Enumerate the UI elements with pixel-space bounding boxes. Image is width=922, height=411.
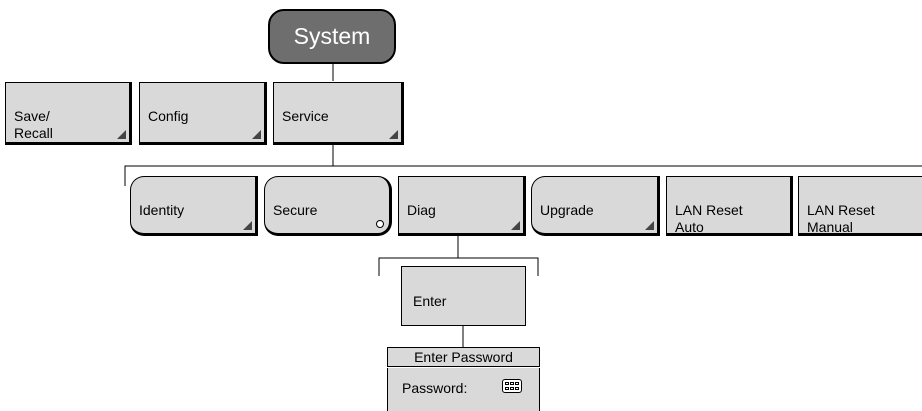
password-field-label: Password: xyxy=(402,380,468,396)
identity-key[interactable]: Identity xyxy=(130,176,258,236)
enter-key[interactable]: Enter xyxy=(401,266,526,326)
save-recall-label: Save/ Recall xyxy=(14,108,53,141)
service-label: Service xyxy=(282,108,329,124)
secure-key[interactable]: Secure xyxy=(264,176,392,236)
keyboard-icon[interactable] xyxy=(502,379,522,393)
upgrade-key[interactable]: Upgrade xyxy=(531,176,660,236)
diag-key[interactable]: Diag xyxy=(398,176,526,236)
enter-label: Enter xyxy=(413,293,447,309)
config-key[interactable]: Config xyxy=(139,82,267,145)
enter-password-dialog: Password: xyxy=(387,368,540,411)
lan-reset-manual-label: LAN Reset Manual xyxy=(807,202,875,235)
diag-label: Diag xyxy=(407,202,436,218)
submenu-corner-icon xyxy=(645,221,654,230)
lan-reset-auto-key[interactable]: LAN Reset Auto xyxy=(666,176,793,236)
lan-reset-auto-label: LAN Reset Auto xyxy=(675,202,743,235)
secure-label: Secure xyxy=(273,202,318,218)
submenu-corner-icon xyxy=(511,221,520,230)
submenu-corner-icon xyxy=(243,221,252,230)
submenu-corner-icon xyxy=(117,130,126,139)
submenu-corner-icon xyxy=(389,130,398,139)
upgrade-label: Upgrade xyxy=(540,202,594,218)
service-key[interactable]: Service xyxy=(273,82,404,145)
config-label: Config xyxy=(148,108,189,124)
identity-label: Identity xyxy=(139,202,185,218)
system-button[interactable]: System xyxy=(268,9,396,64)
enter-password-dialog-title: Enter Password xyxy=(387,347,540,367)
lan-reset-manual-key[interactable]: LAN Reset Manual xyxy=(798,176,922,236)
save-recall-key[interactable]: Save/ Recall xyxy=(5,82,132,145)
toggle-circle-icon xyxy=(376,220,384,228)
submenu-corner-icon xyxy=(252,130,261,139)
